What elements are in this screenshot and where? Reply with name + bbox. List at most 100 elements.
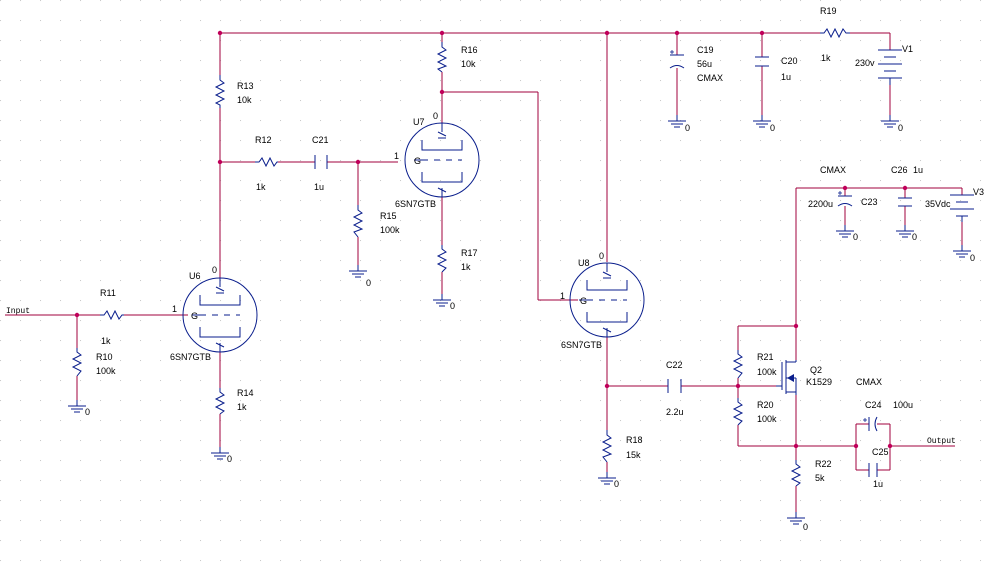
c22-value: 2.2u xyxy=(666,407,684,417)
r11-value: 1k xyxy=(101,336,111,346)
q2-ref: Q2 xyxy=(810,365,822,375)
cmax-top-label: CMAX xyxy=(820,165,846,175)
r10-value: 100k xyxy=(96,366,116,376)
v1-ref: V1 xyxy=(902,44,913,54)
r13-value: 10k xyxy=(237,95,252,105)
resistor-r12 xyxy=(255,156,278,168)
r20-value: 100k xyxy=(757,414,777,424)
c21-ref: C21 xyxy=(312,135,329,145)
v1-value: 230v xyxy=(855,58,875,68)
u7-ref: U7 xyxy=(413,117,425,127)
r19-ref: R19 xyxy=(820,6,837,16)
junction-dots xyxy=(74,30,908,449)
v3-value: 35Vdc xyxy=(925,199,951,209)
gnd-label: 0 xyxy=(853,232,858,242)
r16-ref: R16 xyxy=(461,45,478,55)
gnd-label: 0 xyxy=(912,232,917,242)
c21-value: 1u xyxy=(314,182,324,192)
u6-top-pin: 0 xyxy=(212,265,217,275)
u8-part: 6SN7GTB xyxy=(561,340,602,350)
u7-pin: 1 xyxy=(394,151,399,161)
resistor-r17 xyxy=(436,245,448,273)
r22-ref: R22 xyxy=(815,459,832,469)
r19-value: 1k xyxy=(821,53,831,63)
r17-ref: R17 xyxy=(461,248,478,258)
r20-ref: R20 xyxy=(757,400,774,410)
input-port-label: Input xyxy=(6,307,30,316)
c23-value: 2200u xyxy=(808,199,833,209)
c19-extra: CMAX xyxy=(697,73,723,83)
r17-value: 1k xyxy=(461,262,471,272)
r15-value: 100k xyxy=(380,225,400,235)
r13-ref: R13 xyxy=(237,81,254,91)
u6-part: 6SN7GTB xyxy=(170,352,211,362)
r16-value: 10k xyxy=(461,59,476,69)
c20-ref: C20 xyxy=(781,56,798,66)
r18-ref: R18 xyxy=(626,435,643,445)
u8-pin: 1 xyxy=(560,291,565,301)
gnd-label: 0 xyxy=(227,454,232,464)
u6-pin: 1 xyxy=(172,304,177,314)
c19-ref: C19 xyxy=(697,45,714,55)
c24-ref: C24 xyxy=(865,400,882,410)
resistor-r22 xyxy=(790,460,802,487)
c24-value: 100u xyxy=(893,400,913,410)
resistor-r11 xyxy=(100,309,124,321)
output-port-label: Output xyxy=(927,437,956,446)
v3-ref: V3 xyxy=(973,187,984,197)
u7-top-pin: 0 xyxy=(433,111,438,121)
resistor-r18 xyxy=(601,430,613,463)
u8-grid: G xyxy=(580,296,587,306)
c22-ref: C22 xyxy=(666,360,683,370)
u8-top-pin: 0 xyxy=(599,251,604,261)
r10-ref: R10 xyxy=(96,352,113,362)
resistor-r14 xyxy=(214,388,226,415)
r11-ref: R11 xyxy=(100,288,116,298)
resistor-r16 xyxy=(436,42,448,73)
r12-value: 1k xyxy=(256,182,266,192)
r15-ref: R15 xyxy=(380,211,397,221)
wires xyxy=(5,32,963,512)
c25-value: 1u xyxy=(873,479,883,489)
r14-ref: R14 xyxy=(237,388,254,398)
resistor-r15 xyxy=(352,205,364,238)
capacitors xyxy=(314,50,912,477)
u6-grid: G xyxy=(191,311,198,321)
u6-ref: U6 xyxy=(189,271,201,281)
resistor-r19 xyxy=(820,27,850,39)
u7-part: 6SN7GTB xyxy=(395,199,436,209)
gnd-label: 0 xyxy=(970,253,975,263)
batteries xyxy=(878,49,974,222)
labels: 0 0 0 0 0 0 0 0 0 0 0 0 Input Output R11… xyxy=(6,6,984,532)
r22-value: 5k xyxy=(815,473,825,483)
c23-ref: C23 xyxy=(861,197,878,207)
u7-grid: G xyxy=(414,156,421,166)
gnd-label: 0 xyxy=(85,407,90,417)
r18-value: 15k xyxy=(626,450,641,460)
r12-ref: R12 xyxy=(255,135,272,145)
cmax-output-label: CMAX xyxy=(856,377,882,387)
gnd-label: 0 xyxy=(898,123,903,133)
resistor-r13 xyxy=(214,75,226,108)
gnd-label: 0 xyxy=(450,301,455,311)
c19-value: 56u xyxy=(697,59,712,69)
c26-ref: C26 xyxy=(891,165,908,175)
gnd-label: 0 xyxy=(614,479,619,489)
gnd-label: 0 xyxy=(366,278,371,288)
c20-value: 1u xyxy=(781,72,791,82)
r21-ref: R21 xyxy=(757,352,774,362)
r21-value: 100k xyxy=(757,367,777,377)
q2-value: K1529 xyxy=(806,377,832,387)
resistor-r21 xyxy=(732,350,744,379)
gnd-label: 0 xyxy=(803,522,808,532)
resistor-r20 xyxy=(732,398,744,426)
resistor-r10 xyxy=(71,348,83,377)
c26-value: 1u xyxy=(913,165,923,175)
u8-ref: U8 xyxy=(578,258,590,268)
resistors xyxy=(71,27,850,487)
mosfet-q2 xyxy=(776,360,797,395)
r14-value: 1k xyxy=(237,402,247,412)
c25-ref: C25 xyxy=(872,447,889,457)
